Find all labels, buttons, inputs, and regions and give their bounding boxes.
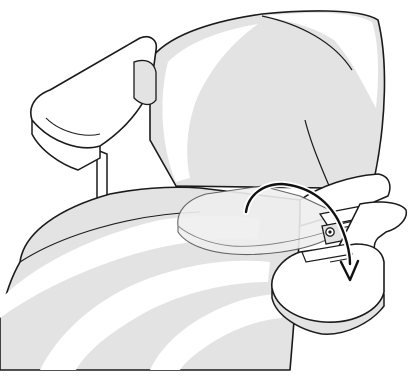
left-armrest (31, 37, 157, 204)
seat-backrest (150, 11, 384, 188)
